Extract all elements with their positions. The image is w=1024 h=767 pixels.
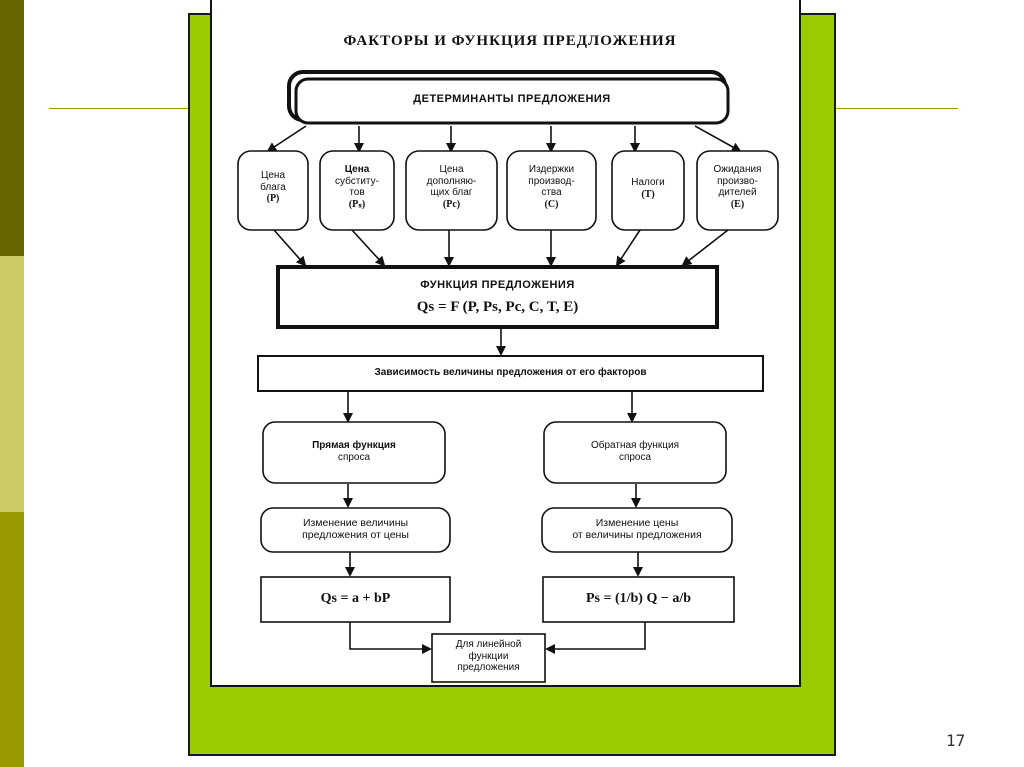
left-formula-box bbox=[260, 576, 451, 623]
title-rule-right bbox=[836, 108, 958, 109]
title-rule-left bbox=[49, 108, 189, 109]
accent-strip-middle bbox=[0, 256, 24, 512]
accent-strip-bottom bbox=[0, 512, 24, 767]
left-change-label: Изменение величины предложения от цены bbox=[302, 517, 409, 542]
left-formula-label: Qs = a + bP bbox=[320, 591, 391, 606]
accent-strip-top bbox=[0, 0, 24, 256]
dependency-label: Зависимость величины предложения от его … bbox=[374, 367, 647, 378]
arrow-from-factor-6 bbox=[681, 229, 729, 267]
left-change-box bbox=[260, 507, 451, 553]
left-function-box bbox=[262, 421, 446, 484]
right-formula-box bbox=[542, 576, 735, 623]
factor-box-6 bbox=[696, 150, 779, 231]
factor-box-3 bbox=[405, 150, 498, 231]
right-function-label: Обратная функция спроса bbox=[590, 440, 679, 463]
factor-box-2 bbox=[319, 150, 395, 231]
linear-note-label: Для линейной функции предложения bbox=[455, 639, 522, 673]
factor-label-5: Налоги (T) bbox=[631, 177, 665, 200]
factor-label-3: Цена дополняю- щих благ (Pc) bbox=[426, 164, 477, 210]
diagram-title: ФАКТОРЫ И ФУНКЦИЯ ПРЕДЛОЖЕНИЯ bbox=[343, 33, 677, 49]
dependency-box bbox=[257, 355, 764, 392]
arrow-from-factor-2 bbox=[351, 229, 386, 267]
linear-note-box bbox=[431, 633, 546, 683]
right-change-box bbox=[541, 507, 733, 553]
arrow-from-factor-5 bbox=[615, 229, 641, 267]
factor-box-5 bbox=[611, 150, 685, 231]
factor-label-6: Ожидания произво- дителей (E) bbox=[713, 164, 762, 210]
arrow-to-factor-1 bbox=[266, 125, 307, 153]
factor-box-1 bbox=[237, 150, 309, 231]
right-formula-label: Ps = (1/b) Q − a/b bbox=[585, 591, 692, 606]
arrow-left-to-note bbox=[349, 622, 432, 654]
factor-label-2: Цена субститу- тов (Pₛ) bbox=[335, 164, 379, 210]
factor-label-4: Издержки производ- ства (C) bbox=[528, 164, 575, 210]
arrow-to-factor-6 bbox=[694, 125, 742, 152]
arrow-from-factor-1 bbox=[273, 229, 307, 267]
right-function-box bbox=[543, 421, 727, 484]
supply-function-box bbox=[276, 265, 719, 329]
page-number: 17 bbox=[946, 731, 966, 750]
right-change-label: Изменение цены от величины предложения bbox=[572, 517, 702, 542]
determinants-label: ДЕТЕРМИНАНТЫ ПРЕДЛОЖЕНИЯ bbox=[413, 93, 611, 105]
supply-function-formula: Qs = F (P, Ps, Pc, C, T, E) bbox=[416, 299, 579, 315]
factor-label-1: Цена блага (P) bbox=[260, 170, 286, 204]
determinants-box-inner bbox=[294, 77, 730, 125]
supply-function-heading: ФУНКЦИЯ ПРЕДЛОЖЕНИЯ bbox=[420, 279, 575, 291]
arrow-right-to-note bbox=[545, 622, 646, 654]
left-function-label: Прямая функция спроса bbox=[312, 440, 396, 463]
